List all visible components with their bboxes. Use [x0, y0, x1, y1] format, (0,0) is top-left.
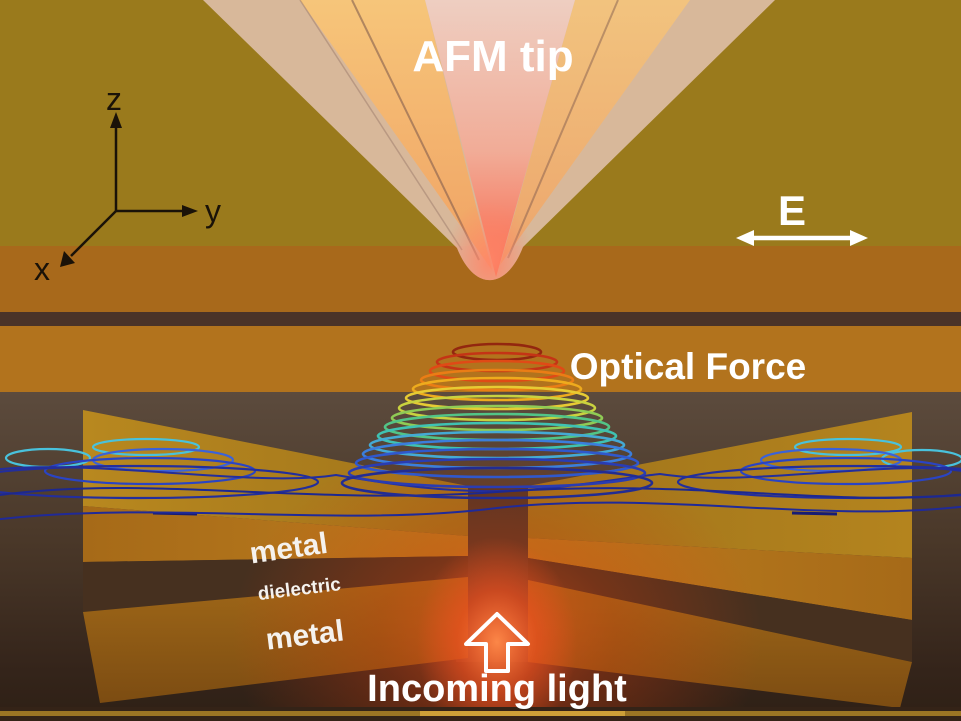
afm-tip-apex-glow [445, 200, 533, 281]
afm-tip-facet-right [500, 0, 690, 265]
optical-force-contour-ring [354, 447, 640, 479]
field-line-long-3 [0, 501, 961, 521]
band-dark-strip [0, 312, 961, 326]
field-dash-right [791, 511, 838, 516]
axis-x-arrowhead [60, 251, 75, 267]
e-field-label: E [778, 187, 806, 234]
field-line-long-2 [0, 487, 961, 499]
axis-z-label: z [106, 81, 122, 117]
gap-glow-core [417, 537, 577, 721]
incoming-light-label: Incoming light [367, 668, 627, 710]
incoming-light-arrow [464, 612, 530, 673]
optical-force-contour-ring [411, 376, 583, 402]
field-loop-navy-left [0, 464, 320, 500]
axis-y-arrowhead [182, 205, 198, 217]
e-field-arrowhead-left [736, 230, 754, 246]
afm-tip-seam-left [351, 0, 480, 261]
afm-tip-cone [203, 0, 775, 281]
field-loop-cyan-right [793, 437, 903, 457]
optical-force-contour-ring [419, 368, 575, 392]
optical-force-contour-ring [404, 385, 590, 411]
axis-z-arrowhead [110, 112, 122, 128]
field-loop-cyan-left [91, 437, 201, 457]
optical-force-contour-ring [428, 359, 566, 383]
e-field-arrowhead-right [850, 230, 868, 246]
field-loop-blue2-left [43, 456, 257, 486]
field-loop-blue2-right [739, 456, 953, 486]
optical-force-contour-ring [340, 466, 654, 500]
optical-force-contour-ring [397, 394, 597, 422]
coordinate-axes [60, 112, 198, 267]
afm-tip-core [425, 0, 575, 277]
optical-force-label: Optical Force [570, 346, 806, 387]
afm-tip-seam-outer [299, 0, 463, 251]
axis-y-label: y [205, 193, 221, 229]
e-field-arrow [736, 230, 868, 246]
optical-force-contour-ring [347, 457, 647, 489]
field-line-loops [0, 437, 961, 521]
axis-x-line [70, 210, 117, 257]
bottom-gold-line-bright [420, 711, 625, 716]
afm-tip-facet-left [300, 0, 492, 270]
axis-x-label: x [34, 251, 50, 287]
field-line-long-1 [0, 466, 961, 493]
optical-force-contour-ring [390, 404, 604, 432]
afm-tip-label: AFM tip [412, 32, 573, 81]
afm-tip-seam-right [507, 0, 619, 259]
optical-force-contours [340, 342, 654, 500]
